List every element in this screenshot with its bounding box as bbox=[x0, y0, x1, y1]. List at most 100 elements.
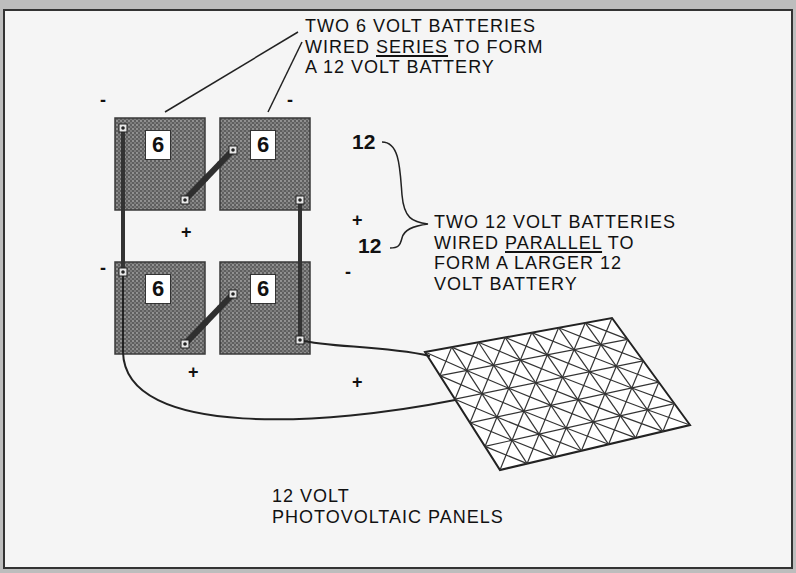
text-word: WIRED bbox=[434, 233, 499, 253]
panel-grid bbox=[500, 440, 512, 470]
panel-grid bbox=[452, 347, 527, 463]
panel-grid bbox=[470, 394, 482, 423]
terminal-sign: - bbox=[287, 90, 293, 111]
strap-segment bbox=[298, 262, 302, 340]
text-word: TO bbox=[454, 37, 481, 57]
panel-grid bbox=[593, 394, 605, 422]
text-word: PARALLEL bbox=[505, 233, 602, 253]
battery: 6 bbox=[220, 118, 310, 210]
terminal-sign: - bbox=[100, 258, 106, 279]
text-word: TWO bbox=[434, 212, 479, 232]
text-word: TO bbox=[608, 233, 635, 253]
note-text: TWO 12 VOLT BATTERIES WIRED PARALLEL TO … bbox=[434, 212, 676, 295]
battery-body bbox=[220, 118, 310, 210]
panel-grid bbox=[616, 339, 627, 366]
text-word: VOLT bbox=[513, 212, 562, 232]
post-base bbox=[296, 336, 304, 344]
post-base bbox=[181, 196, 189, 204]
post-dot bbox=[298, 338, 302, 342]
panel-grid bbox=[589, 345, 600, 372]
leader-line bbox=[268, 42, 302, 112]
panel-grid bbox=[485, 417, 497, 446]
battery-body bbox=[115, 118, 205, 210]
post-dot bbox=[231, 148, 235, 152]
cell-voltage: 6 bbox=[250, 274, 276, 304]
post-dot bbox=[231, 292, 235, 296]
panel-grid bbox=[636, 410, 648, 438]
post-base bbox=[229, 146, 237, 154]
panel-grid bbox=[620, 388, 632, 416]
terminal-post bbox=[181, 196, 189, 204]
battery-wire bbox=[121, 210, 125, 262]
battery-body bbox=[115, 262, 205, 354]
post-base bbox=[229, 290, 237, 298]
battery: 6 bbox=[115, 118, 205, 210]
battery-wire bbox=[205, 308, 220, 324]
panel-grid bbox=[632, 361, 643, 388]
panel-grid bbox=[467, 342, 479, 370]
post-base bbox=[119, 268, 127, 276]
terminal-sign: + bbox=[352, 210, 363, 231]
post-dot bbox=[298, 198, 302, 202]
solar-panel bbox=[425, 318, 690, 470]
panel-grid bbox=[554, 428, 566, 457]
panel-grid bbox=[566, 400, 578, 428]
panel-grid bbox=[455, 370, 467, 399]
text-word: PHOTOVOLTAIC bbox=[272, 507, 422, 527]
panel-label: 12 VOLT PHOTOVOLTAIC PANELS bbox=[272, 486, 504, 527]
terminal-post bbox=[119, 268, 127, 276]
post-dot bbox=[121, 126, 125, 130]
text-word: BATTERIES bbox=[568, 212, 676, 232]
panel-grid bbox=[539, 405, 551, 434]
text-word: FORM bbox=[434, 253, 491, 273]
panel-grid bbox=[551, 377, 563, 405]
terminal-sign: - bbox=[100, 90, 106, 111]
panel-grid bbox=[520, 333, 531, 361]
terminal-post bbox=[119, 124, 127, 132]
cell-voltage: 6 bbox=[145, 274, 171, 304]
post-dot bbox=[183, 342, 187, 346]
panel-grid bbox=[497, 388, 509, 417]
panel-grid bbox=[574, 323, 585, 350]
panel-grid bbox=[605, 366, 616, 394]
panel-wire bbox=[300, 340, 430, 356]
post-dot bbox=[183, 198, 187, 202]
text-word: PANELS bbox=[428, 507, 504, 527]
terminal-sign: - bbox=[345, 262, 351, 283]
text-word: VOLT bbox=[434, 274, 483, 294]
text-word: 12 bbox=[600, 253, 622, 273]
text-word: 12 bbox=[323, 57, 345, 77]
text-word: BATTERY bbox=[489, 274, 577, 294]
strap-segments bbox=[123, 128, 300, 344]
terminal-post bbox=[296, 336, 304, 344]
panel-grid bbox=[578, 372, 590, 400]
strap-segment bbox=[121, 128, 125, 210]
text-word: VOLT bbox=[373, 16, 422, 36]
text-word: VOLT bbox=[300, 486, 350, 506]
panel-outline bbox=[425, 318, 690, 470]
text-word: 12 bbox=[485, 212, 507, 232]
battery: 6 bbox=[220, 262, 310, 354]
panel-grid bbox=[470, 382, 659, 423]
panel-grid bbox=[647, 382, 658, 410]
frame bbox=[4, 10, 792, 568]
panel-grid bbox=[547, 328, 558, 355]
terminal-post bbox=[229, 146, 237, 154]
panel-grid bbox=[581, 422, 593, 451]
battery-wire bbox=[298, 210, 302, 262]
panel-grid bbox=[563, 350, 574, 378]
text-word: FORM bbox=[486, 37, 543, 57]
note-text: TWO 6 VOLT BATTERIES WIRED SERIES TO FOR… bbox=[305, 16, 543, 78]
panel-grid bbox=[509, 360, 521, 388]
post-dot bbox=[121, 270, 125, 274]
post-base bbox=[119, 124, 127, 132]
text-word: SERIES bbox=[376, 37, 448, 57]
text-word: 12 bbox=[272, 486, 294, 506]
brace bbox=[382, 142, 428, 248]
panel-grid bbox=[485, 404, 674, 447]
post-base bbox=[181, 340, 189, 348]
panel-grid bbox=[440, 347, 452, 375]
